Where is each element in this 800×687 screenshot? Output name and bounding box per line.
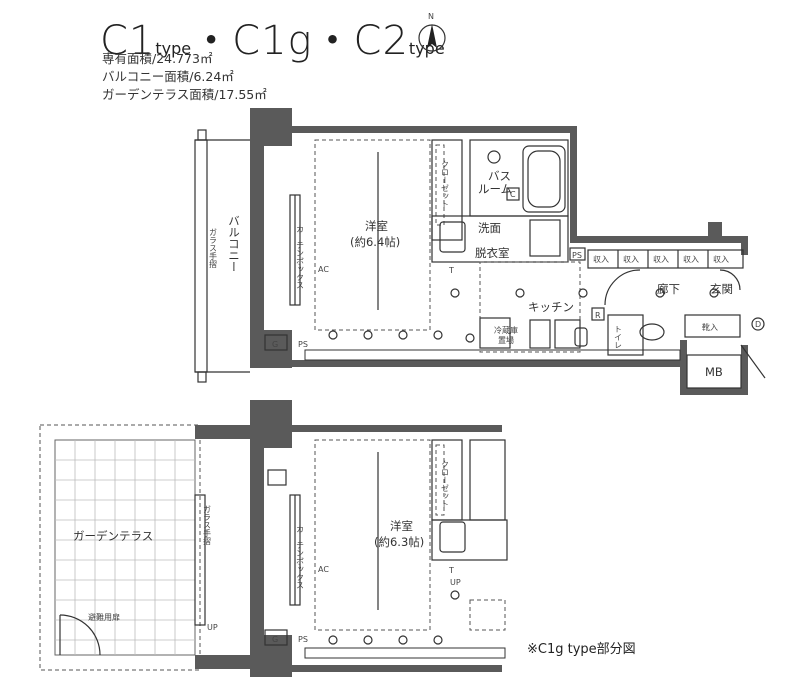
t-label: T bbox=[448, 266, 454, 275]
balcony-area: バルコニー面積/6.24㎡ bbox=[102, 69, 234, 84]
up-label-2: UP bbox=[450, 578, 461, 587]
wall-block-nw bbox=[250, 108, 292, 146]
g-label: G bbox=[272, 340, 278, 349]
glass-rail-label-bottom: ガラス手摺 bbox=[203, 505, 212, 546]
ps-label-2: PS bbox=[572, 251, 582, 260]
ps-label-bottom: PS bbox=[298, 635, 308, 644]
compass-north-label: N bbox=[428, 12, 434, 21]
t-label-bottom: T bbox=[448, 566, 454, 575]
shoes-label: 靴入 bbox=[702, 322, 718, 332]
private-area: 専有面積/24.773㎡ bbox=[102, 51, 213, 66]
western-room-size-bottom: (約6.3帖) bbox=[374, 535, 424, 549]
type-c2: C2 bbox=[353, 18, 409, 64]
top-floor-plan: カーテンボックス クローゼット bbox=[194, 108, 766, 395]
g-label-bottom: G bbox=[272, 635, 278, 644]
storage-label-2: 収入 bbox=[623, 254, 639, 264]
storage-label-3: 収入 bbox=[653, 254, 669, 264]
bath-label-2: ルーム bbox=[478, 182, 512, 196]
r-label: R bbox=[595, 311, 601, 320]
balcony-label: バルコニー bbox=[227, 215, 241, 273]
type-c1g: C1g bbox=[232, 18, 313, 64]
garden-terrace-label: ガーデンテラス bbox=[73, 529, 153, 543]
dressing-label: 脱衣室 bbox=[475, 246, 510, 260]
area-specs: 専有面積/24.773㎡ バルコニー面積/6.24㎡ ガーデンテラス面積/17.… bbox=[102, 50, 267, 104]
storage-label-5: 収入 bbox=[713, 254, 729, 264]
separator-2: ・ bbox=[312, 18, 354, 64]
curtain-box-label-bottom: カーテンボックス bbox=[296, 525, 305, 589]
storage-label-4: 収入 bbox=[683, 254, 699, 264]
bottom-partial-plan: カーテンボックス クローゼット ガーデンテラス ガラス手摺 避難用扉 UP UP… bbox=[39, 400, 508, 677]
closet-label: クローゼット bbox=[441, 160, 450, 208]
closet bbox=[431, 139, 463, 241]
ac-label-bottom: AC bbox=[318, 565, 329, 574]
type-c1: C1 bbox=[100, 18, 156, 64]
up-label: UP bbox=[207, 623, 218, 632]
western-room-size: (約6.4帖) bbox=[350, 235, 400, 249]
curtain-box-label: カーテンボックス bbox=[296, 225, 305, 289]
entrance-label: 玄関 bbox=[710, 282, 733, 296]
wall-block-sw bbox=[250, 330, 292, 368]
evac-door-label: 避難用扉 bbox=[88, 612, 120, 622]
western-room-label: 洋室 bbox=[365, 219, 388, 233]
washroom-label: 洗面 bbox=[478, 221, 501, 235]
hallway-label: 廊下 bbox=[657, 282, 680, 296]
type-label-1: type bbox=[155, 39, 192, 58]
c-label: C bbox=[510, 190, 516, 199]
mb-label: MB bbox=[705, 365, 723, 379]
fridge-label-2: 置場 bbox=[498, 335, 514, 345]
toilet-label: トイレ bbox=[614, 325, 623, 349]
bath-label: バス bbox=[488, 169, 511, 183]
western-room-label-bottom: 洋室 bbox=[390, 519, 413, 533]
ps-label: PS bbox=[298, 340, 308, 349]
garden-area: ガーデンテラス面積/17.55㎡ bbox=[102, 87, 267, 102]
separator-1: ・ bbox=[191, 18, 233, 64]
balcony-rail bbox=[194, 139, 208, 373]
compass-icon: N bbox=[418, 12, 446, 52]
storage-label-1: 収入 bbox=[593, 254, 609, 264]
closet-label-bottom: クローゼット bbox=[441, 460, 450, 508]
fridge-label: 冷蔵庫 bbox=[494, 325, 518, 335]
glass-rail-label: ガラス手摺 bbox=[209, 228, 218, 269]
ac-label: AC bbox=[318, 265, 329, 274]
partial-plan-note: ※C1g type部分図 bbox=[527, 642, 636, 657]
d-label: D bbox=[755, 320, 761, 329]
kitchen-label: キッチン bbox=[528, 300, 574, 314]
